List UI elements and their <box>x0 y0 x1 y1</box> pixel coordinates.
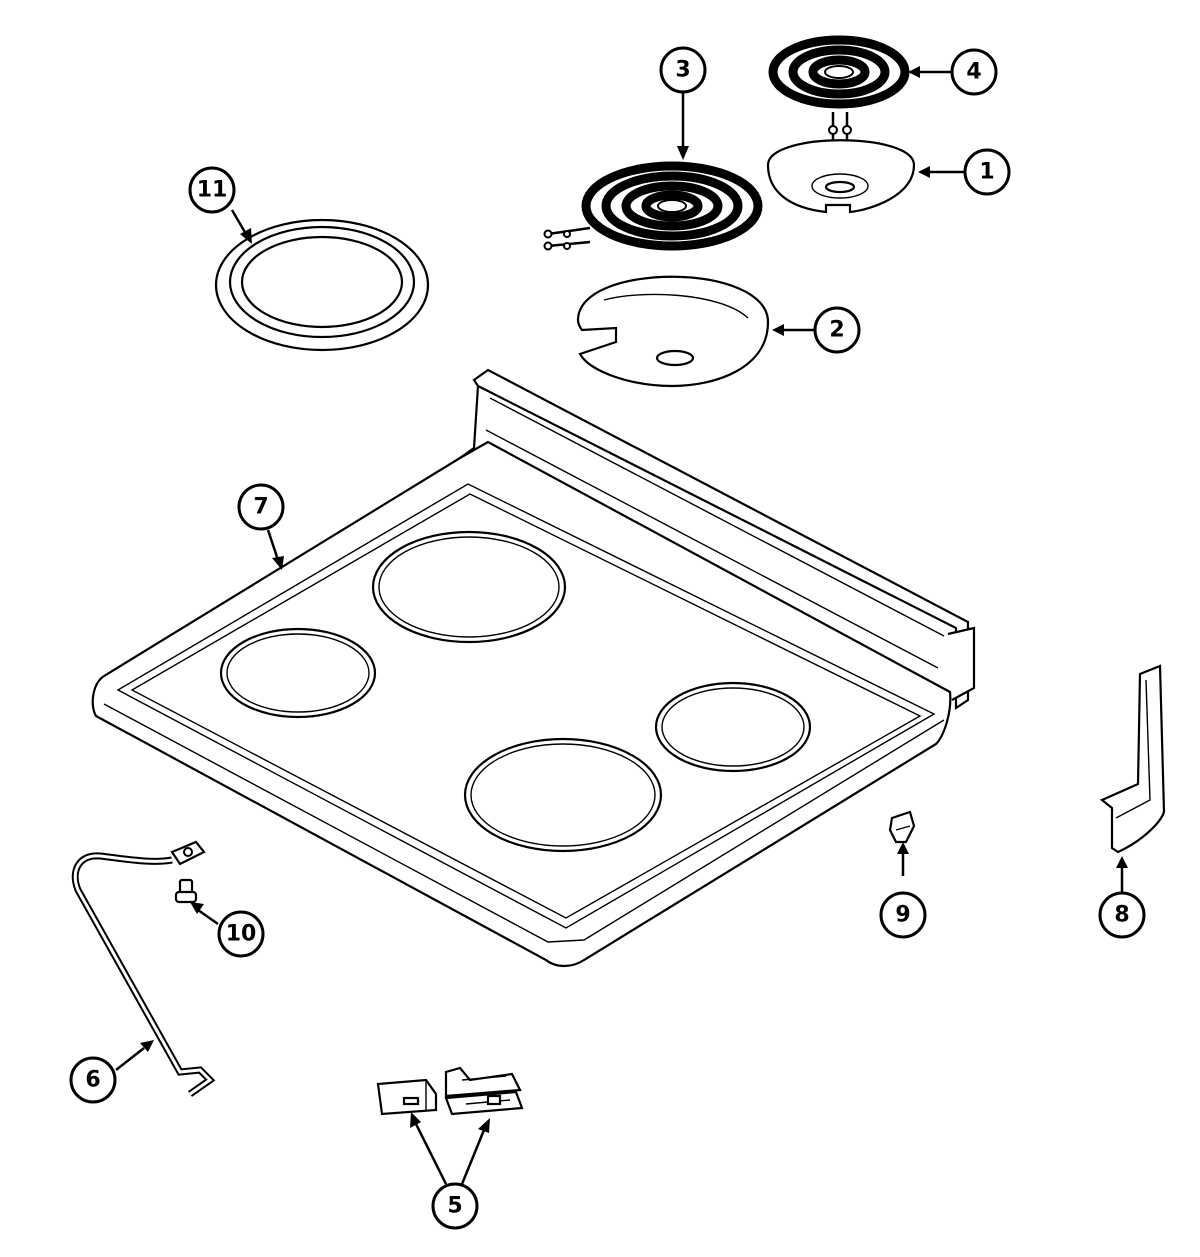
svg-text:2: 2 <box>829 318 844 343</box>
callout-11: 11 <box>188 166 236 214</box>
large-drip-bowl-part <box>576 275 770 388</box>
trim-ring-part <box>214 218 430 352</box>
callout-5: 5 <box>431 1182 479 1230</box>
callout-9: 9 <box>879 891 927 939</box>
clip-part <box>888 810 916 844</box>
terminal-blocks-part <box>376 1066 524 1116</box>
cooktop-part <box>91 368 976 968</box>
svg-text:8: 8 <box>1114 903 1129 928</box>
svg-text:10: 10 <box>226 922 257 947</box>
callout-2: 2 <box>813 306 861 354</box>
callout-10: 10 <box>217 910 265 958</box>
svg-text:11: 11 <box>197 178 228 203</box>
svg-text:3: 3 <box>675 58 690 83</box>
side-trim-part <box>1099 664 1166 854</box>
svg-text:9: 9 <box>895 903 910 928</box>
svg-text:5: 5 <box>447 1194 462 1219</box>
leader-lines <box>115 66 1128 1185</box>
svg-text:6: 6 <box>85 1068 100 1093</box>
svg-text:4: 4 <box>966 60 981 85</box>
callout-1: 1 <box>963 148 1011 196</box>
callout-8: 8 <box>1098 891 1146 939</box>
small-surface-element-part <box>768 35 910 152</box>
callout-3: 3 <box>659 46 707 94</box>
large-surface-element-part <box>543 161 763 251</box>
svg-text:1: 1 <box>979 160 994 185</box>
callout-6: 6 <box>69 1056 117 1104</box>
screw-part <box>174 878 198 904</box>
callout-7: 7 <box>237 483 285 531</box>
svg-text:7: 7 <box>253 495 268 520</box>
small-drip-bowl-part <box>766 139 916 214</box>
ground-wire-part <box>71 840 216 1097</box>
callout-4: 4 <box>950 48 998 96</box>
